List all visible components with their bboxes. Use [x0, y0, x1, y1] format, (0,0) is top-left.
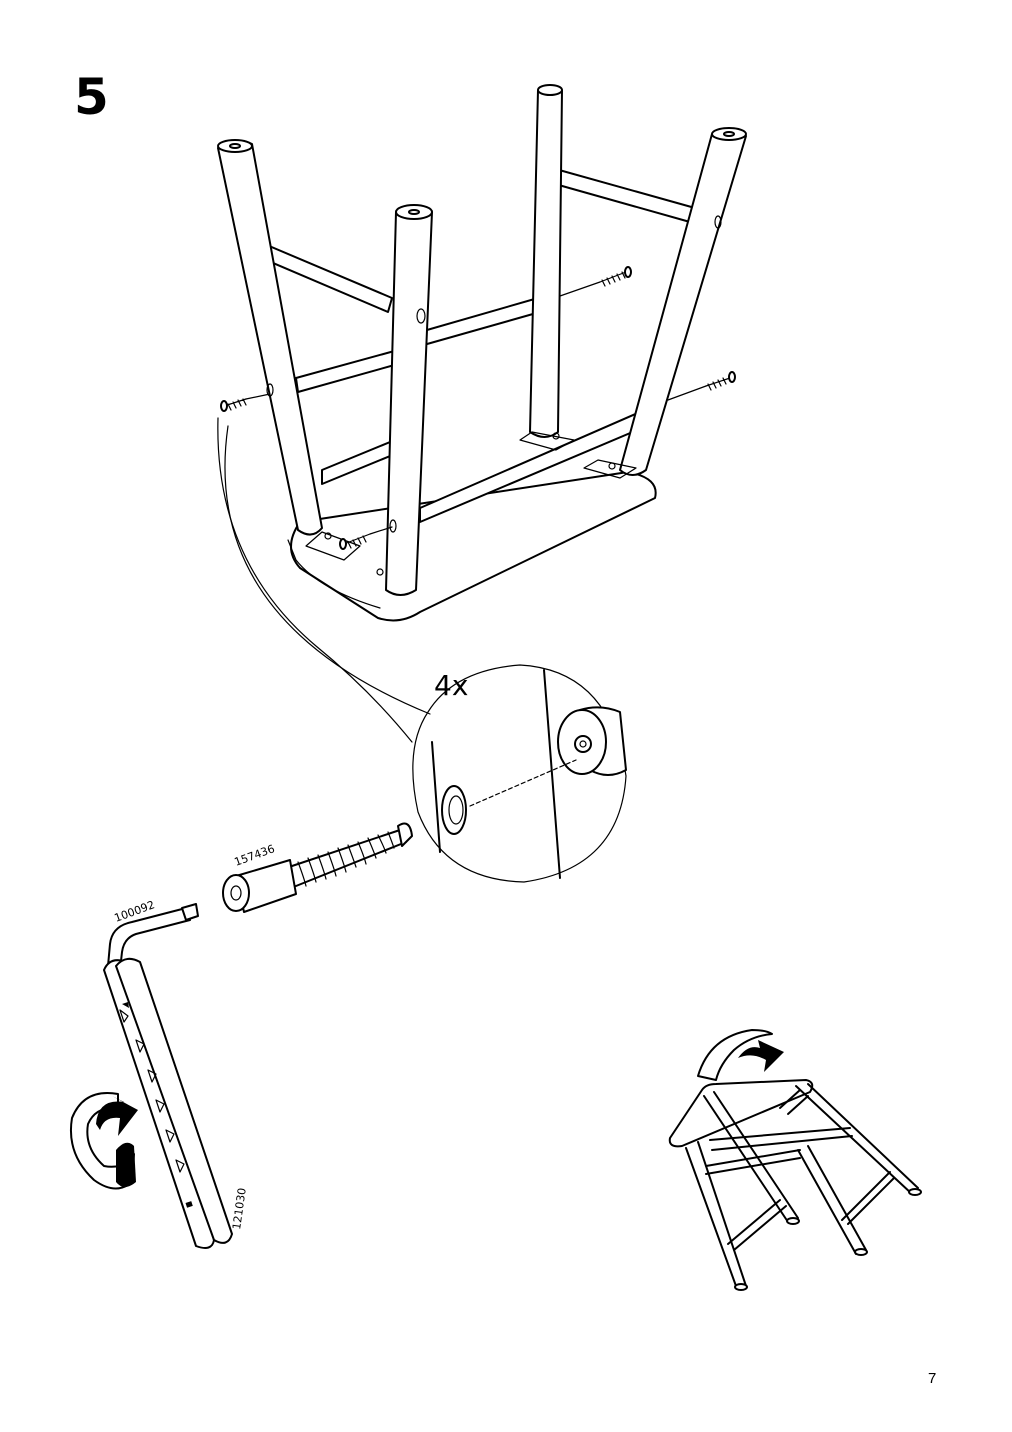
stool-rung: [419, 297, 545, 347]
multi-tool: 121030: [103, 957, 249, 1249]
screw-part-id: 157436: [233, 842, 277, 869]
screw-indicator: [667, 371, 736, 401]
screw-indicator: [220, 393, 271, 412]
stool-leg: [619, 129, 747, 476]
stool-rung: [295, 349, 399, 393]
rotate-clockwise-icon: [70, 1092, 138, 1190]
stool-rung: [544, 167, 696, 223]
screw-part: 157436: [222, 822, 413, 913]
hex-key: 100092: [107, 898, 199, 971]
quantity-label: 4x: [434, 669, 468, 702]
step-number: 5: [74, 68, 109, 126]
page-number: 7: [928, 1370, 937, 1387]
detail-callout: 4x: [217, 417, 627, 883]
screw-indicator: [559, 266, 632, 297]
stool-leg: [529, 86, 563, 438]
stool-rung: [321, 439, 396, 485]
stool-illustration: [217, 84, 747, 622]
screw-indicator: [339, 526, 393, 550]
tool-id: 121030: [230, 1187, 249, 1230]
flip-stool-icon: [668, 1029, 922, 1291]
stool-leg: [217, 139, 323, 536]
